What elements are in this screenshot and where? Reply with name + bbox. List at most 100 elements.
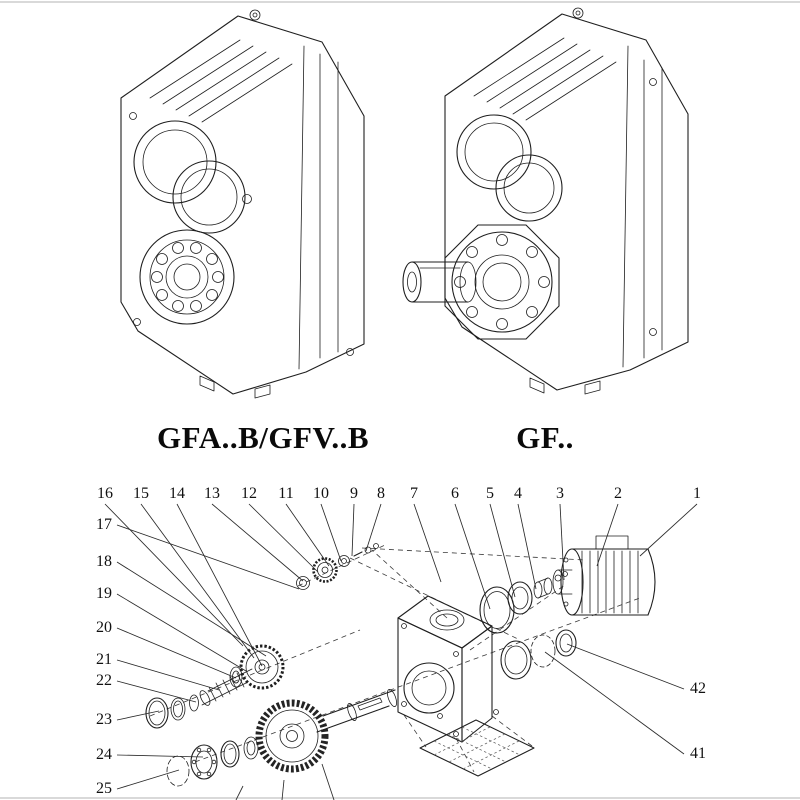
callout-9: 9 — [350, 485, 358, 502]
leader-line-5 — [489, 503, 516, 598]
callout-2: 2 — [614, 485, 622, 502]
callout-17: 17 — [96, 516, 112, 533]
spacer-ring — [507, 581, 533, 615]
model-label-left: GFA..B/GFV..B — [157, 420, 369, 455]
leader-line-4 — [517, 503, 537, 590]
vent-plate — [419, 709, 535, 777]
callout-5: 5 — [486, 485, 494, 502]
callout-25: 25 — [96, 780, 112, 797]
seal-ring — [555, 629, 577, 657]
oil-seal — [145, 697, 169, 729]
callout-7: 7 — [410, 485, 418, 502]
output-gear — [255, 699, 329, 773]
motor-terminal-box — [595, 535, 629, 550]
leader-line-16 — [104, 503, 244, 647]
left-screw — [242, 194, 252, 204]
callout-10: 10 — [313, 485, 329, 502]
callout-24: 24 — [96, 746, 112, 763]
pinion-shaft — [207, 668, 253, 692]
callout-1: 1 — [693, 485, 701, 502]
main-axis-dashed — [194, 597, 641, 763]
leader-line-9 — [351, 503, 355, 557]
output-washer — [243, 736, 259, 760]
output-gear-cluster — [166, 689, 397, 787]
callout-15: 15 — [133, 485, 149, 502]
callout-6: 6 — [451, 485, 459, 502]
exploded-view-drawing — [145, 535, 656, 800]
shaft-washer — [189, 694, 199, 712]
leader-line-7 — [413, 503, 442, 583]
input-gear — [312, 557, 338, 583]
output-bearing-ring — [500, 640, 532, 680]
leader-line-42 — [566, 643, 685, 690]
left-output-bearing — [139, 229, 235, 325]
input-spacer — [338, 555, 350, 567]
coupling-parts — [479, 571, 568, 634]
leader-line-6 — [454, 503, 491, 610]
callout-41: 41 — [690, 745, 706, 762]
callout-23: 23 — [96, 711, 112, 728]
right-unit-edge — [622, 45, 629, 368]
left-lower-bore — [172, 160, 246, 234]
callout-14: 14 — [169, 485, 185, 502]
callout-16: 16 — [97, 485, 113, 502]
left-top-plug — [249, 9, 261, 21]
output-flange — [444, 224, 560, 340]
leader-line-14 — [176, 503, 263, 667]
leader-line-11 — [285, 503, 330, 567]
housing-top-bore — [429, 609, 465, 631]
callout-18: 18 — [96, 553, 112, 570]
right-upper-bore — [456, 114, 532, 190]
callout-20: 20 — [96, 619, 112, 636]
exploded-output-shaft — [322, 689, 396, 717]
right-lower-bore — [495, 154, 563, 222]
callout-42: 42 — [690, 680, 706, 697]
input-pin — [353, 551, 363, 557]
snap-ring — [166, 755, 190, 787]
leader-line-41 — [544, 651, 685, 755]
intermediate-gear — [239, 644, 285, 690]
callout-22: 22 — [96, 672, 112, 689]
output-side-rings — [500, 629, 577, 680]
intermediate-gear-cluster — [145, 644, 285, 729]
left-unit-outline — [120, 15, 365, 395]
leader-line-25 — [116, 769, 180, 790]
leader-line-24 — [116, 754, 204, 758]
leader-line-18 — [116, 561, 267, 657]
left-foot — [199, 375, 215, 392]
leader-line-2 — [596, 503, 619, 567]
key — [554, 574, 562, 582]
input-washer — [296, 576, 310, 590]
shaft-ring — [170, 697, 186, 721]
leader-line-19 — [116, 593, 247, 672]
motor — [552, 535, 656, 616]
leader-line-8 — [365, 503, 382, 552]
shaft-keyway — [357, 697, 383, 711]
gearbox-right-drawing — [402, 7, 689, 395]
left-upper-bore — [133, 120, 217, 204]
leader-line-3 — [559, 503, 565, 581]
output-spacer-ring — [220, 740, 240, 768]
callout-8: 8 — [377, 485, 385, 502]
callout-21: 21 — [96, 651, 112, 668]
leader-line-17 — [116, 524, 300, 590]
leader-line-20 — [116, 627, 237, 679]
callout-3: 3 — [556, 485, 564, 502]
callout-11: 11 — [278, 485, 293, 502]
leader-line-12 — [248, 503, 319, 573]
callout-4: 4 — [514, 485, 522, 502]
gearbox-left-drawing — [120, 9, 365, 399]
leader-line-10 — [320, 503, 342, 562]
retaining-ring — [530, 634, 556, 668]
leader-line-13 — [211, 503, 304, 582]
leader-line-1 — [639, 503, 698, 557]
callout-13: 13 — [204, 485, 220, 502]
output-shaft — [402, 261, 477, 303]
housing-bore — [403, 662, 455, 714]
right-top-plug — [572, 7, 584, 19]
callout-12: 12 — [241, 485, 257, 502]
leader-line-23 — [116, 710, 160, 721]
